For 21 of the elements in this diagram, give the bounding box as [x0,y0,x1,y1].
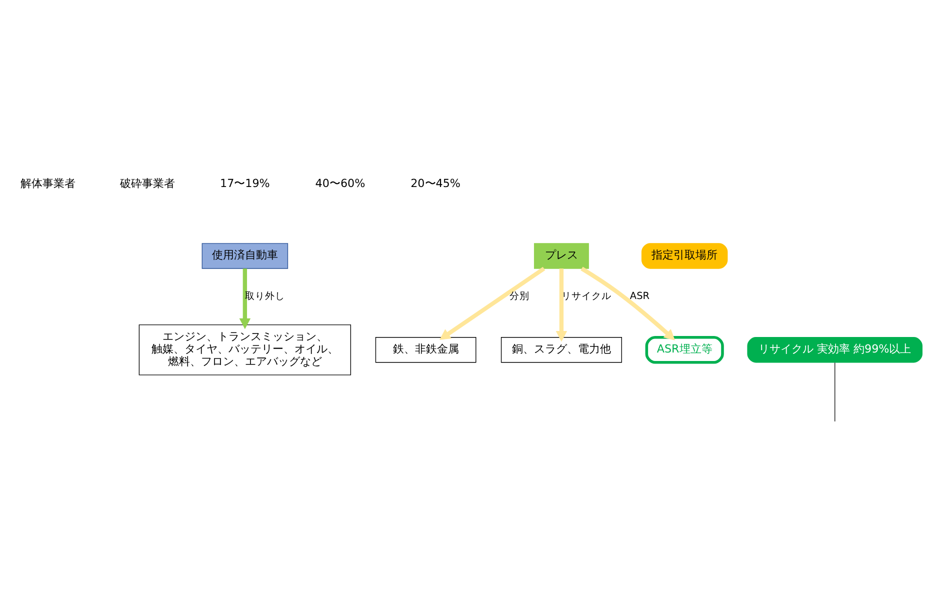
node-box: プレス [534,243,589,269]
label: 破砕事業者 [120,176,176,190]
label: 40〜60% [315,176,366,190]
label: 20〜45% [410,176,460,190]
node-box: 使用済自動車 [202,243,288,269]
arrow [239,268,251,330]
label: 解体事業者 [20,176,76,190]
node-box: 鉄、非鉄金属 [375,337,476,363]
arrow [580,266,676,340]
node-box: リサイクル 実効率 約99%以上 [747,337,922,363]
label: 17〜19% [220,176,270,190]
edge-label: 分別 [509,291,530,302]
edge-label: ASR [630,291,650,302]
node-box: 銅、スラグ、電力他 [500,337,622,363]
arrow [556,268,568,342]
edge-label: リサイクル [562,291,612,302]
node-box: ASR埋立等 [645,336,724,364]
node-box: エンジン、トランスミッション、触媒、タイヤ、バッテリー、オイル、燃料、フロン、エアバッグなど [138,324,352,376]
arrow [439,266,546,340]
node-box: 指定引取場所 [641,243,728,269]
connector [834,362,836,422]
